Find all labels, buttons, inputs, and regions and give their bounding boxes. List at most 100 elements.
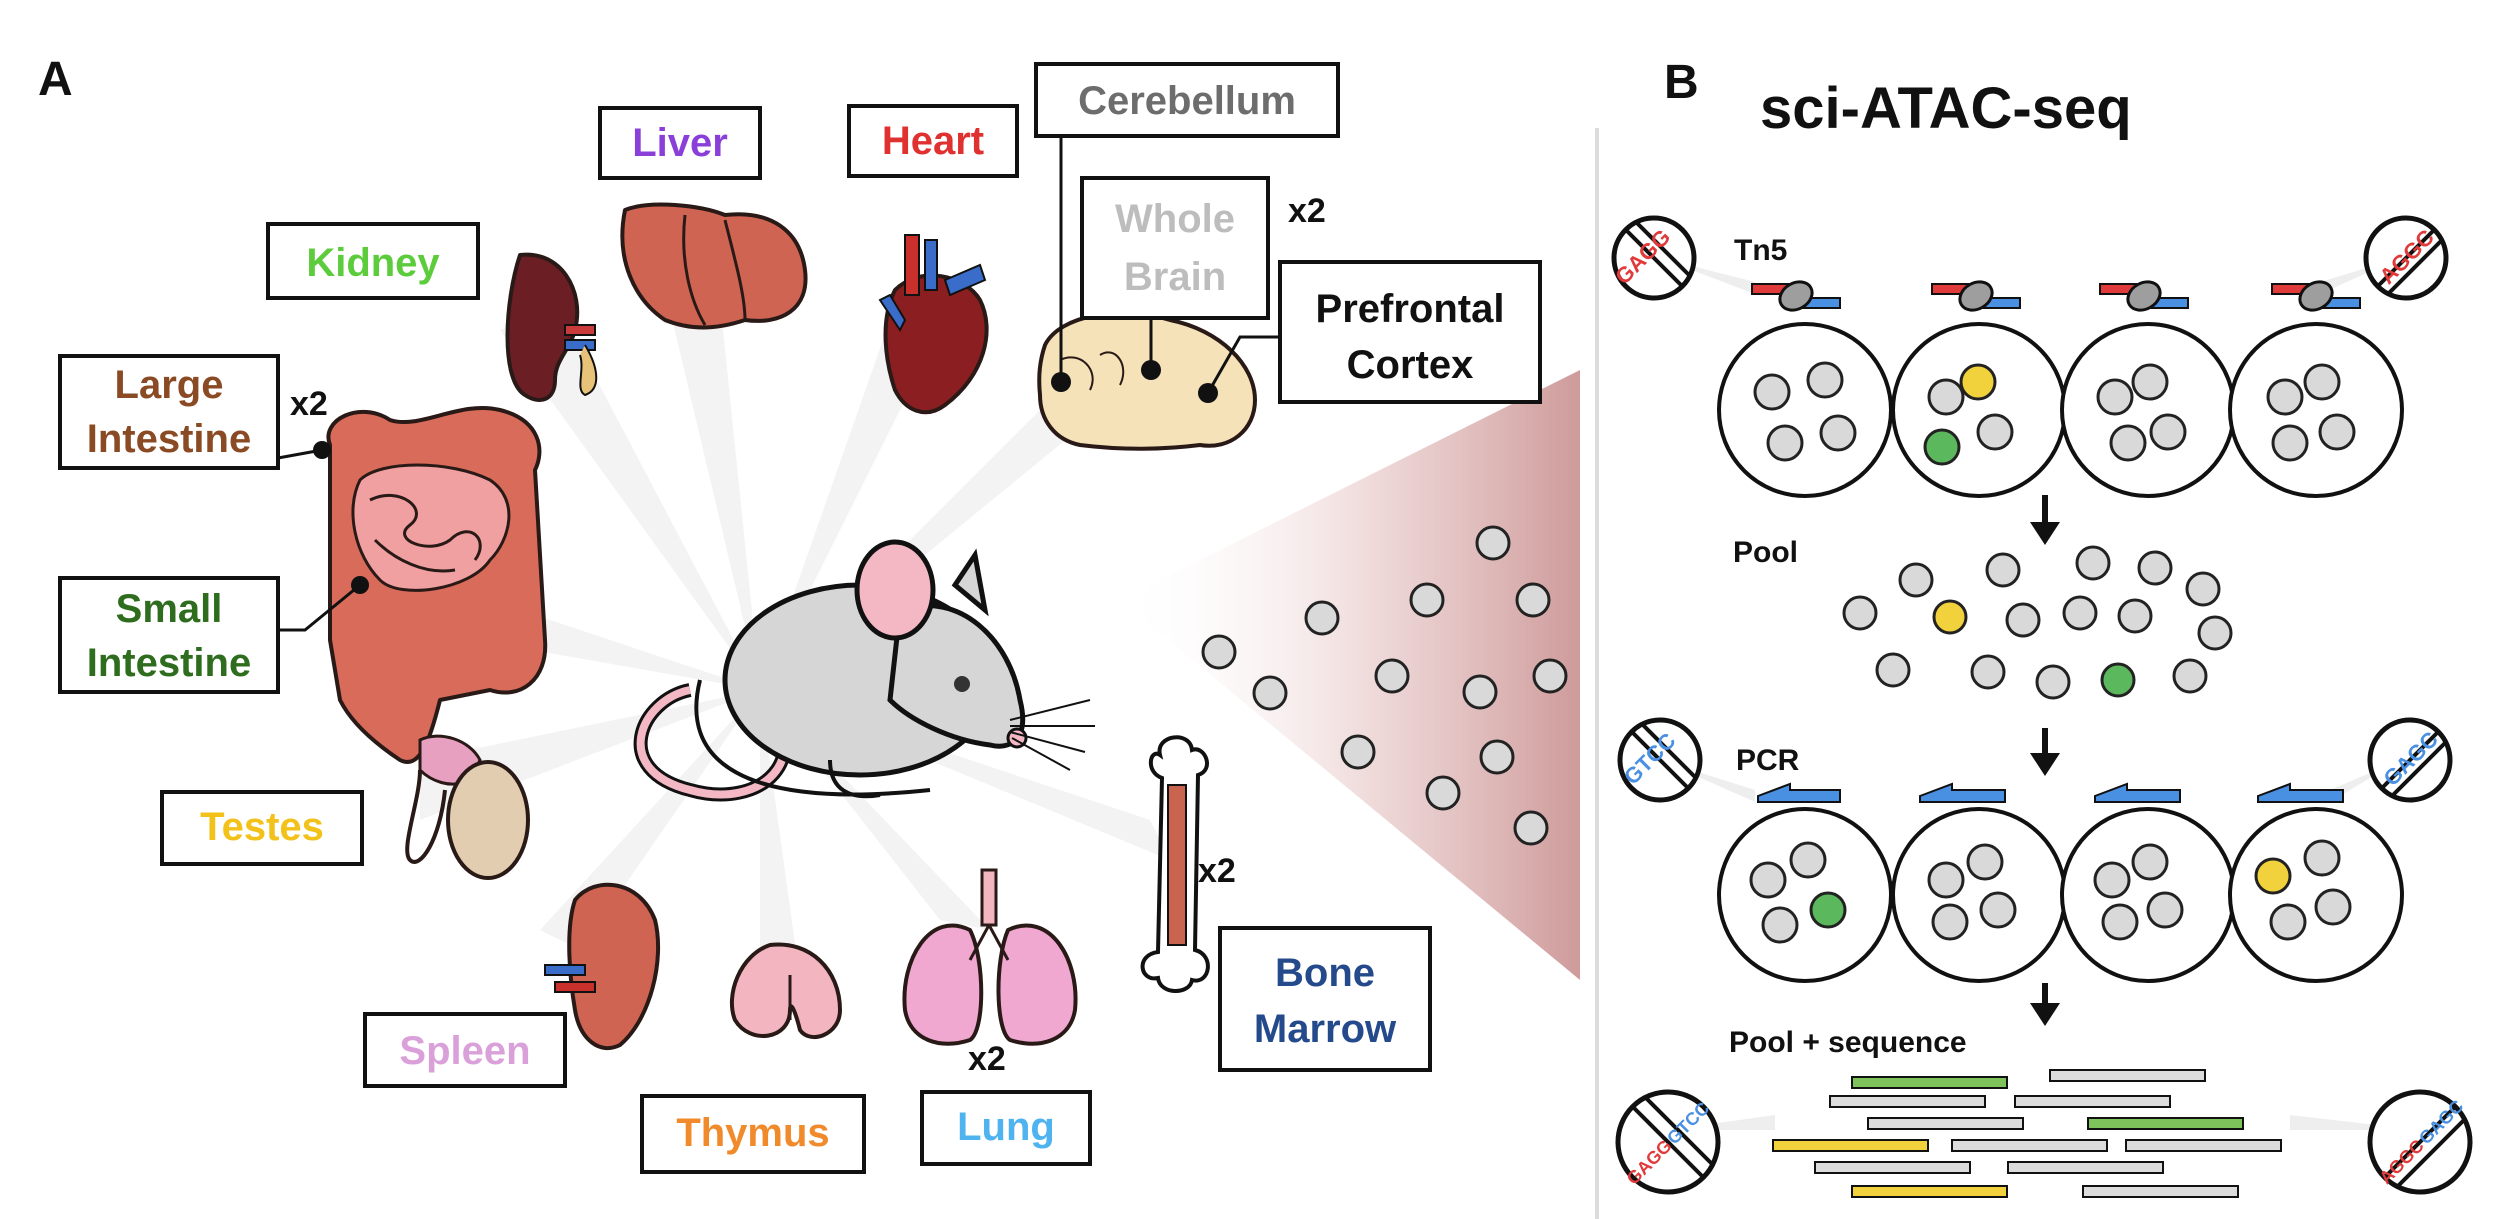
small-intestine-label-line1: Small	[116, 587, 223, 631]
label-heart: Heart	[847, 104, 1019, 178]
pcr-barcode-left: GTCC	[1617, 717, 1755, 803]
bone-marrow-label-line2: Marrow	[1254, 1007, 1397, 1051]
lung-label: Lung	[957, 1105, 1055, 1149]
panel-b-letter: B	[1664, 56, 1699, 109]
intestine-organ	[275, 405, 548, 764]
whole-brain-label-line1: Whole	[1115, 197, 1235, 241]
liver-organ	[620, 202, 808, 330]
pcr-well-2	[1891, 807, 2067, 983]
cone-nucleus	[1475, 525, 1511, 561]
label-thymus: Thymus	[640, 1094, 866, 1174]
pcr-barcode-right: GAGC	[2330, 717, 2453, 803]
small-intestine-label-line2: Intestine	[87, 641, 251, 685]
panel-b-title: sci-ATAC-seq	[1760, 76, 2132, 141]
brain-organ	[1037, 136, 1280, 451]
tn5-barcode-right: AGGC	[2320, 215, 2449, 301]
mouse-illustration	[633, 539, 1095, 802]
label-lung: Lung	[920, 1090, 1092, 1166]
heart-organ	[878, 234, 989, 415]
label-testes: Testes	[160, 790, 364, 866]
label-large-intestine: Large Intestine	[58, 354, 280, 470]
label-prefrontal-cortex: Prefrontal Cortex	[1278, 260, 1542, 404]
cone-nucleus	[1409, 582, 1445, 618]
label-bone-marrow: Bone Marrow	[1218, 926, 1432, 1072]
tn5-well-4	[2228, 322, 2404, 498]
lung-organ	[902, 868, 1078, 1046]
pcr-well-1	[1717, 807, 1893, 983]
read-gray	[1829, 1095, 1986, 1108]
tn5-well-3	[2060, 322, 2236, 498]
spleen-label: Spleen	[399, 1029, 530, 1073]
pooled-nuclei	[1842, 545, 2233, 700]
cone-nucleus	[1340, 734, 1376, 770]
cone-nucleus	[1252, 675, 1288, 711]
tn5-enzyme-4	[2271, 280, 2361, 312]
read-green	[2087, 1117, 2244, 1130]
liver-label: Liver	[632, 121, 728, 165]
read-gray	[2049, 1069, 2206, 1082]
cone-nucleus	[1201, 634, 1237, 670]
nuclei-cone	[1120, 370, 1580, 980]
label-liver: Liver	[598, 106, 762, 180]
cone-nucleus	[1532, 658, 1568, 694]
heart-label: Heart	[882, 119, 984, 163]
step-pool-label: Pool	[1733, 536, 1798, 569]
cone-nucleus	[1304, 600, 1340, 636]
cone-nucleus	[1462, 674, 1498, 710]
testes-organ	[405, 734, 530, 880]
read-gray	[2014, 1095, 2171, 1108]
down-arrow-1	[2030, 495, 2060, 545]
tn5-barcode-left: GAGG	[1610, 215, 1755, 301]
tn5-enzyme-1	[1751, 280, 1841, 312]
cone-nucleus	[1374, 658, 1410, 694]
spleen-organ	[544, 882, 660, 1051]
kidney-organ	[505, 252, 598, 402]
read-green	[1851, 1076, 2008, 1089]
bone-organ	[1140, 735, 1210, 993]
panel-a: A	[38, 53, 1580, 1174]
cerebellum-label: Cerebellum	[1078, 79, 1296, 123]
down-arrow-3	[2030, 983, 2060, 1026]
read-yellow	[1851, 1185, 2008, 1198]
cone-nucleus	[1515, 582, 1551, 618]
prefrontal-label-line1: Prefrontal	[1316, 287, 1505, 331]
panel-b: B sci-ATAC-seq Tn5 GAGG AGGC	[1610, 56, 2473, 1198]
tn5-well-2	[1891, 322, 2067, 498]
thymus-label: Thymus	[676, 1111, 829, 1155]
whole-brain-label-line2: Brain	[1124, 255, 1226, 299]
cone-nucleus	[1479, 739, 1515, 775]
read-gray	[2125, 1139, 2282, 1152]
sequencing-reads	[1772, 1069, 2282, 1198]
testes-label: Testes	[200, 805, 324, 849]
bone-marrow-label-line1: Bone	[1275, 951, 1375, 995]
kidney-label: Kidney	[306, 241, 440, 285]
pcr-well-4	[2228, 807, 2404, 983]
large-intestine-multiplier: x2	[290, 385, 328, 423]
tn5-enzyme-3	[2099, 280, 2189, 312]
tn5-enzyme-2	[1931, 280, 2021, 312]
cone-nucleus	[1513, 810, 1549, 846]
large-intestine-label-line1: Large	[115, 363, 224, 407]
panel-a-letter: A	[38, 53, 73, 106]
down-arrow-2	[2030, 728, 2060, 776]
read-yellow	[1772, 1139, 1929, 1152]
bone-marrow-multiplier: x2	[1198, 852, 1236, 890]
step-tn5-label: Tn5	[1734, 234, 1787, 267]
combined-barcode-right: AGGC GAGC	[2290, 1089, 2473, 1195]
step-pool-sequence-label: Pool + sequence	[1729, 1026, 1967, 1059]
combined-barcode-left: GAGG GTCC	[1615, 1089, 1775, 1195]
read-gray	[1814, 1161, 1971, 1174]
label-whole-brain: Whole Brain	[1080, 176, 1270, 320]
tn5-transposomes	[1751, 280, 2361, 312]
tn5-well-1	[1717, 322, 1893, 498]
read-gray	[2007, 1161, 2164, 1174]
large-intestine-label-line2: Intestine	[87, 417, 251, 461]
pcr-well-3	[2060, 807, 2236, 983]
lung-multiplier: x2	[968, 1040, 1006, 1078]
label-kidney: Kidney	[266, 222, 480, 300]
cone-nucleus	[1425, 775, 1461, 811]
read-gray	[1867, 1117, 2024, 1130]
read-gray	[1951, 1139, 2108, 1152]
read-gray	[2082, 1185, 2239, 1198]
